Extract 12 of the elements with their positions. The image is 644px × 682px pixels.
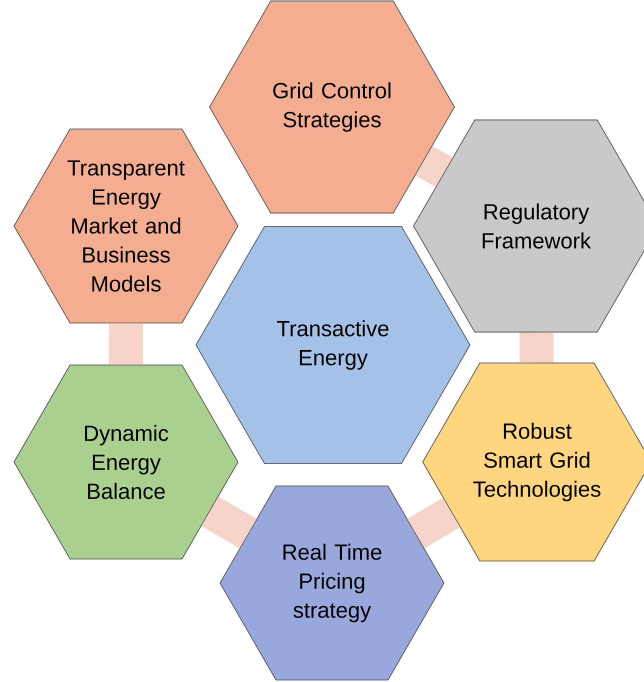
- hexagon: Transparent Energy Market and Business Models: [14, 128, 238, 324]
- hexagon: Regulatory Framework: [413, 120, 644, 332]
- hexagon: Transactive Energy: [196, 226, 470, 464]
- connector-band: [415, 146, 453, 188]
- connector-band: [519, 332, 554, 363]
- connector-band: [407, 498, 460, 548]
- hexagon: Grid Control Strategies: [209, 0, 455, 214]
- hexagon: Real Time Pricing strategy: [220, 486, 444, 680]
- connector-band: [201, 496, 257, 548]
- hexagon: Dynamic Energy Balance: [14, 364, 238, 560]
- connector-band: [109, 323, 143, 365]
- hexagon: Robust Smart Grid Technologies: [422, 362, 644, 562]
